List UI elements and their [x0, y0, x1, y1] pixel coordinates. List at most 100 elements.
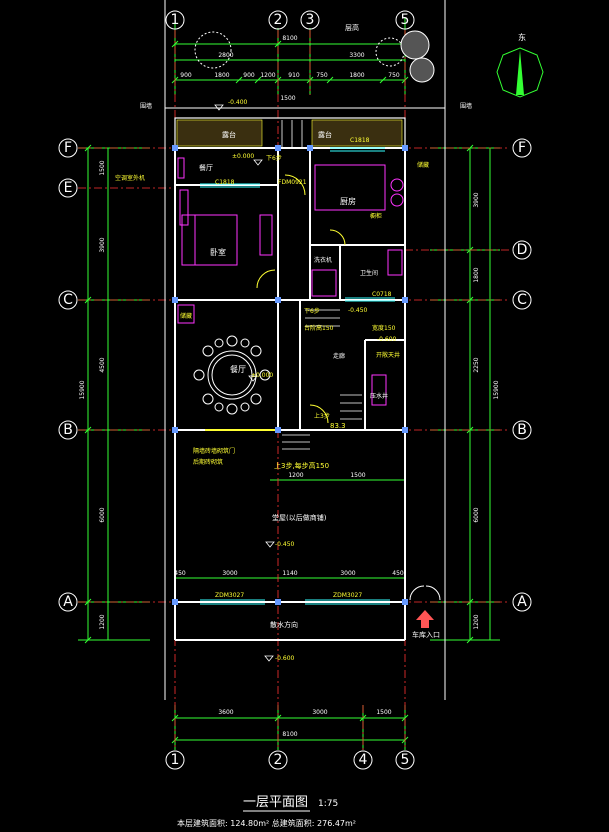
label-kitchen: 厨房 — [340, 196, 356, 206]
label-corridor-level: -0.450 — [348, 307, 368, 314]
label-balcony: 露台 — [222, 130, 236, 139]
axis-label-A-right: A — [517, 594, 527, 610]
dim-left-1: 1500 — [99, 160, 106, 175]
axis-bubbles-right — [512, 138, 532, 612]
site-boundary — [164, 0, 446, 700]
axis-label-F-left: F — [64, 140, 72, 156]
label-dining-level: ±0.000 — [251, 372, 273, 379]
label-front-level: -0.600 — [275, 655, 295, 662]
label-stair-down-2: 下6步 — [304, 307, 320, 315]
axis-label-3-top: 3 — [306, 12, 315, 28]
label-shelf: 储藏 — [417, 161, 429, 169]
label-slope: 散水方向 — [270, 620, 298, 629]
label-site-right: 围墙 — [460, 102, 472, 110]
label-corridor-level-2: -0.600 — [377, 336, 397, 343]
dimension-ticks — [84, 40, 474, 744]
drawing-title: 一层平面图 — [243, 795, 308, 810]
label-front-door-1: ZDM3027 — [215, 592, 244, 599]
dim-right-2: 1800 — [473, 267, 480, 282]
door-swings — [205, 174, 346, 431]
axis-label-1-bottom: 1 — [171, 752, 180, 768]
axis-label-2-top: 2 — [274, 12, 283, 28]
dim-bot-2: 3000 — [312, 709, 327, 716]
drawing-area-note: 本层建筑面积: 124.80m² 总建筑面积: 276.47m² — [177, 818, 356, 828]
dim-right-7: 1200 — [473, 614, 480, 629]
label-room-small: 餐厅 — [199, 163, 213, 172]
tree-icons — [194, 30, 435, 83]
label-hallway: 走廊 — [333, 352, 345, 360]
label-entrance: 车库入口 — [412, 630, 440, 639]
label-stair-note: 台阶高150 — [304, 324, 334, 332]
dim-bot-1: 3600 — [218, 709, 233, 716]
dim-t2-0: 900 — [180, 72, 192, 79]
axis-label-D-right: D — [517, 242, 528, 258]
level-triangles — [214, 104, 275, 662]
room-labels: 层高 露台 露台 餐厅 ±0.000 下6步 C1818 FDM0921 卧室 … — [115, 23, 526, 662]
axis-label-B-right: B — [517, 422, 527, 438]
dim-t2-5: 750 — [316, 72, 328, 79]
columns — [172, 145, 408, 605]
label-storage: 储藏 — [180, 312, 192, 320]
dining-table — [193, 335, 271, 415]
axis-label-2-bottom: 2 — [274, 752, 283, 768]
label-bedroom: 卧室 — [210, 247, 226, 257]
label-top-room: 层高 — [345, 23, 359, 32]
label-washer: 洗衣机 — [314, 256, 332, 264]
dim-left-3: 4500 — [99, 357, 106, 372]
label-stair-down: 下6步 — [266, 154, 282, 162]
axis-bubbles-top — [165, 10, 415, 30]
axis-label-A-left: A — [63, 594, 73, 610]
entrance-arrow-icon — [409, 585, 441, 628]
dim-front-1140: 1140 — [282, 570, 297, 577]
dim-top-2: 3300 — [349, 52, 364, 59]
dim-t2-7: 750 — [388, 72, 400, 79]
north-arrow-icon — [496, 47, 544, 98]
dim-front-3000a: 3000 — [222, 570, 237, 577]
dim-top-total: 8100 — [282, 35, 297, 42]
dim-stair-1500: 1500 — [350, 472, 365, 479]
dim-t2-1: 1800 — [214, 72, 229, 79]
stairs — [281, 120, 362, 450]
label-toilet: 卫生间 — [360, 269, 378, 277]
dim-right-total: 15900 — [493, 380, 500, 399]
dim-front-450a: 450 — [174, 570, 186, 577]
label-window-c1818: C1818 — [215, 179, 235, 186]
label-open-well: 开敞天井 — [376, 351, 400, 359]
label-stair-up-note: 上3步,每步高150 — [274, 461, 329, 470]
title-block: 一层平面图 1:75 本层建筑面积: 124.80m² 总建筑面积: 276.4… — [177, 795, 356, 828]
dimension-texts-vertical: 1500 3900 4500 6000 1200 15900 3900 1800… — [79, 160, 500, 629]
dim-right-6: 6000 — [473, 507, 480, 522]
dim-stair-1200: 1200 — [288, 472, 303, 479]
windows — [200, 147, 395, 605]
axis-label-C-left: C — [63, 292, 73, 308]
label-wc-window: C0718 — [372, 291, 392, 298]
furniture — [177, 157, 404, 406]
dim-top-1: 2800 — [218, 52, 233, 59]
balcony-rail — [176, 119, 403, 147]
axis-label-1-top: 1 — [171, 12, 180, 28]
axis-bubbles-bottom — [165, 750, 415, 770]
label-level-top: ±0.000 — [232, 153, 254, 160]
label-garage-level: -0.450 — [275, 541, 295, 548]
label-ac-unit: 空调室外机 — [115, 174, 145, 182]
axis-label-4-bottom: 4 — [359, 752, 368, 768]
label-front-door-2: ZDM3027 — [333, 592, 362, 599]
axis-label-F-right: F — [518, 140, 526, 156]
dim-top-misc: 1500 — [280, 95, 295, 102]
label-cabinet: 橱柜 — [370, 212, 382, 220]
label-door-fdm: FDM0921 — [278, 179, 307, 186]
walls — [174, 117, 406, 641]
axis-bubbles-left — [58, 138, 78, 612]
dim-left-2: 3900 — [99, 237, 106, 252]
dimension-texts: 8100 2800 3300 900 1800 900 1200 910 750… — [174, 35, 404, 738]
axis-label-E-left: E — [64, 180, 73, 196]
dim-t2-3: 1200 — [260, 72, 275, 79]
dim-right-4: 2250 — [473, 357, 480, 372]
label-dim-83: 83.3 — [330, 422, 346, 430]
dim-front-3000b: 3000 — [340, 570, 355, 577]
dim-bot-total: 8100 — [282, 731, 297, 738]
axis-label-5-bottom: 5 — [401, 752, 410, 768]
drawing-scale: 1:75 — [318, 799, 338, 809]
label-wall-note-1: 隔墙砖墙砌筑门 — [193, 447, 235, 455]
